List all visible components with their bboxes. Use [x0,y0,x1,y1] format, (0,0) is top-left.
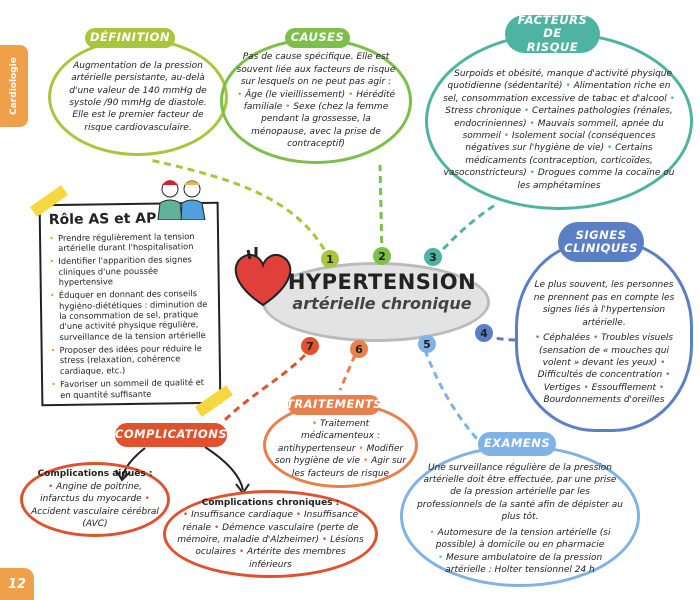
aigues-title: Complications aiguës : [37,469,153,480]
signes-title: SIGNES CLINIQUES [558,222,644,262]
connector-complications [223,353,307,422]
center-title-sub: artérielle chronique [292,294,472,313]
traitement-item: Agir sur les facteurs de risque [291,456,407,479]
facteur-item: Certaines pathologies (rénales, endocrin… [454,106,673,129]
chronique-item: Démence vasculaire (perte de mémoire, ma… [177,522,359,545]
number-badge-3: 3 [424,248,442,266]
cause-item: Âge (le vieillissement) [245,89,346,100]
signe-item: Bourdonnements d'oreilles [543,395,665,406]
connector-examens [423,349,480,442]
signe-item: Céphalées [543,333,591,344]
connector-definition [149,158,332,261]
role-item: Proposer des idées pour réduire le stres… [51,343,211,376]
role-item: Favoriser un sommeil de qualité et en qu… [51,377,211,400]
signe-item: Essoufflement [591,382,657,393]
center-title: HYPERTENSION artérielle chronique [282,270,482,313]
chronique-item: Lésions oculaires [195,535,364,558]
causes-bubble: Pas de cause spécifique. Elle est souven… [220,38,412,164]
traitement-item: Traitement médicamenteux : antihypertens… [277,418,380,454]
arrow-chroniques [204,446,250,495]
page-number: 12 [0,568,34,600]
complications-title: COMPLICATIONS [115,423,227,447]
definition-bubble: Augmentation de la pression artérielle p… [48,38,228,156]
complications-chroniques-bubble: Complications chroniques : • Insuffisanc… [163,490,378,578]
role-item: Éduquer en donnant des conseils hygiéno-… [50,288,211,342]
signes-list: • Céphalées • Troubles visuels (sensatio… [534,333,674,406]
traitements-list: • Traitement médicamenteux : antihyperte… [274,418,407,479]
facteur-item: Drogues comme la cocaïne ou les amphétam… [517,168,675,191]
number-badge-7: 7 [301,337,319,355]
definition-text: Augmentation de la pression artérielle p… [69,60,207,133]
traitements-title: TRAITEMENTS [286,395,382,415]
role-item: Prendre régulièrement la tension artérie… [49,230,209,253]
facteur-item: Mauvais sommeil, apnée du sommeil [462,118,664,141]
facteur-item: Isolement social (conséquences négatives… [465,131,656,154]
number-badge-5: 5 [418,335,436,353]
center-title-main: HYPERTENSION [287,270,477,294]
facteur-item: Alimentation riche en sel, consommation … [443,81,671,104]
cause-item: Hérédité familiale [243,89,396,112]
facteurs-list: • Surpoids et obésité, manque d'activité… [443,68,675,191]
aigue-item: Angine de poitrine, infarctus du myocard… [40,481,142,505]
connector-causes [378,164,384,256]
connector-traitements [338,354,357,391]
examens-title: EXAMENS [478,432,556,456]
number-badge-6: 6 [350,340,368,358]
role-item: Identifier l'apparition des signes clini… [49,254,209,287]
facteur-item: Stress chronique [445,106,521,117]
facteur-item: Certains médicaments (contraception, cor… [443,143,653,179]
heart-icon [234,247,292,307]
nurses-illustration [157,180,206,220]
aigue-item: Accident vasculaire cérébral (AVC) [31,506,159,530]
chroniques-title: Complications chroniques : [201,497,340,508]
connector-facteurs [433,203,496,259]
chronique-item: Artérite des membres inférieurs [247,547,346,570]
cause-item: Sexe (chez la femme pendant la grossesse… [251,102,389,150]
examens-list: • Automesure de la tension artérielle (s… [429,527,611,575]
side-tab: Cardiologie [0,45,28,127]
chroniques-list: • Insuffisance cardiaque • Insuffisance … [177,510,364,570]
role-box: Rôle AS et AP Prendre régulièrement la t… [38,201,222,407]
number-badge-1: 1 [321,250,339,268]
chronique-item: Insuffisance rénale [182,510,359,533]
facteurs-title: FACTEURS DE RISQUE [505,14,600,53]
examen-item: Mesure ambulatoire de la pression artéri… [445,552,603,575]
signe-item: Vertiges [543,382,581,393]
facteurs-bubble: • Surpoids et obésité, manque d'activité… [425,32,693,210]
number-badge-2: 2 [373,247,391,265]
examens-bubble: Une surveillance régulière de la pressio… [400,445,640,587]
causes-intro: Pas de cause spécifique. Elle est souven… [236,52,396,88]
causes-title: CAUSES [285,28,350,48]
examens-intro: Une surveillance régulière de la pressio… [417,462,623,523]
chronique-item: Insuffisance cardiaque [191,510,293,521]
traitement-item: Modifier son hygiène de vie [274,443,404,467]
center-ellipse [262,262,490,342]
role-list: Prendre régulièrement la tension artérie… [49,230,211,400]
facteur-item: Surpoids et obésité, manque d'activité p… [447,68,673,92]
signes-bubble: Le plus souvent, les personnes ne prenne… [515,240,693,432]
number-badge-4: 4 [475,324,493,342]
signe-item: Difficultés de concentration [537,370,663,381]
complications-aigues-bubble: Complications aiguës : • Angine de poitr… [20,462,170,537]
aigues-list: • Angine de poitrine, infarctus du myoca… [31,481,159,530]
signe-item: Troubles visuels (sensation de « mouches… [539,333,674,368]
examen-item: Automesure de la tension artérielle (si … [435,527,611,551]
causes-list: • Âge (le vieillissement) • Hérédité fam… [236,89,396,150]
definition-title: DÉFINITION [85,28,175,48]
signes-intro: Le plus souvent, les personnes ne prenne… [533,280,675,328]
